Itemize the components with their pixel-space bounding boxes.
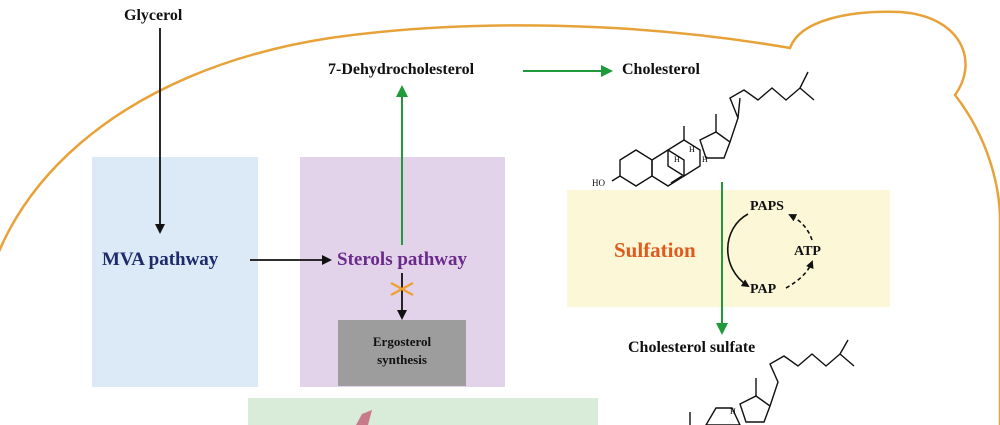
sterols-pathway-label: Sterols pathway	[337, 249, 468, 270]
cell-membrane-outline	[0, 10, 1000, 425]
pap-label: PAP	[750, 282, 777, 297]
atp-to-paps-dashed	[788, 214, 813, 241]
mva-pathway-label: MVA pathway	[102, 249, 219, 270]
block-mark	[390, 281, 414, 297]
atp-label: ATP	[794, 244, 821, 259]
ho-label: HO	[592, 178, 605, 188]
stereo-h-4: H	[730, 407, 736, 416]
pap-to-atp-dashed	[785, 260, 814, 289]
cholesterol-sulfate-structure	[689, 339, 855, 425]
ergosterol-synthesis-box	[338, 320, 466, 386]
ergosterol-synthesis-label: Ergosterol synthesis	[338, 333, 466, 368]
cholesterol-label: Cholesterol	[622, 61, 700, 78]
stereo-h-3: H	[702, 155, 708, 164]
paps-label: PAPS	[750, 199, 784, 214]
paps-to-pap-curve	[727, 213, 750, 288]
bottom-green-box	[248, 398, 598, 425]
ergosterol-line-1: Ergosterol	[372, 334, 432, 349]
dehydrocholesterol-label: 7-Dehydrocholesterol	[328, 61, 475, 78]
glycerol-label: Glycerol	[124, 7, 183, 24]
bottom-pink-mark	[356, 410, 372, 425]
mva-pathway-box	[92, 157, 258, 387]
ergosterol-line-2: synthesis	[377, 351, 427, 367]
stereo-h-2: H	[674, 155, 680, 164]
cholesterol-sulfate-label: Cholesterol sulfate	[628, 339, 756, 356]
sulfation-label: Sulfation	[614, 238, 696, 262]
cholesterol-structure	[611, 71, 815, 187]
stereo-h-1: H	[689, 145, 695, 154]
